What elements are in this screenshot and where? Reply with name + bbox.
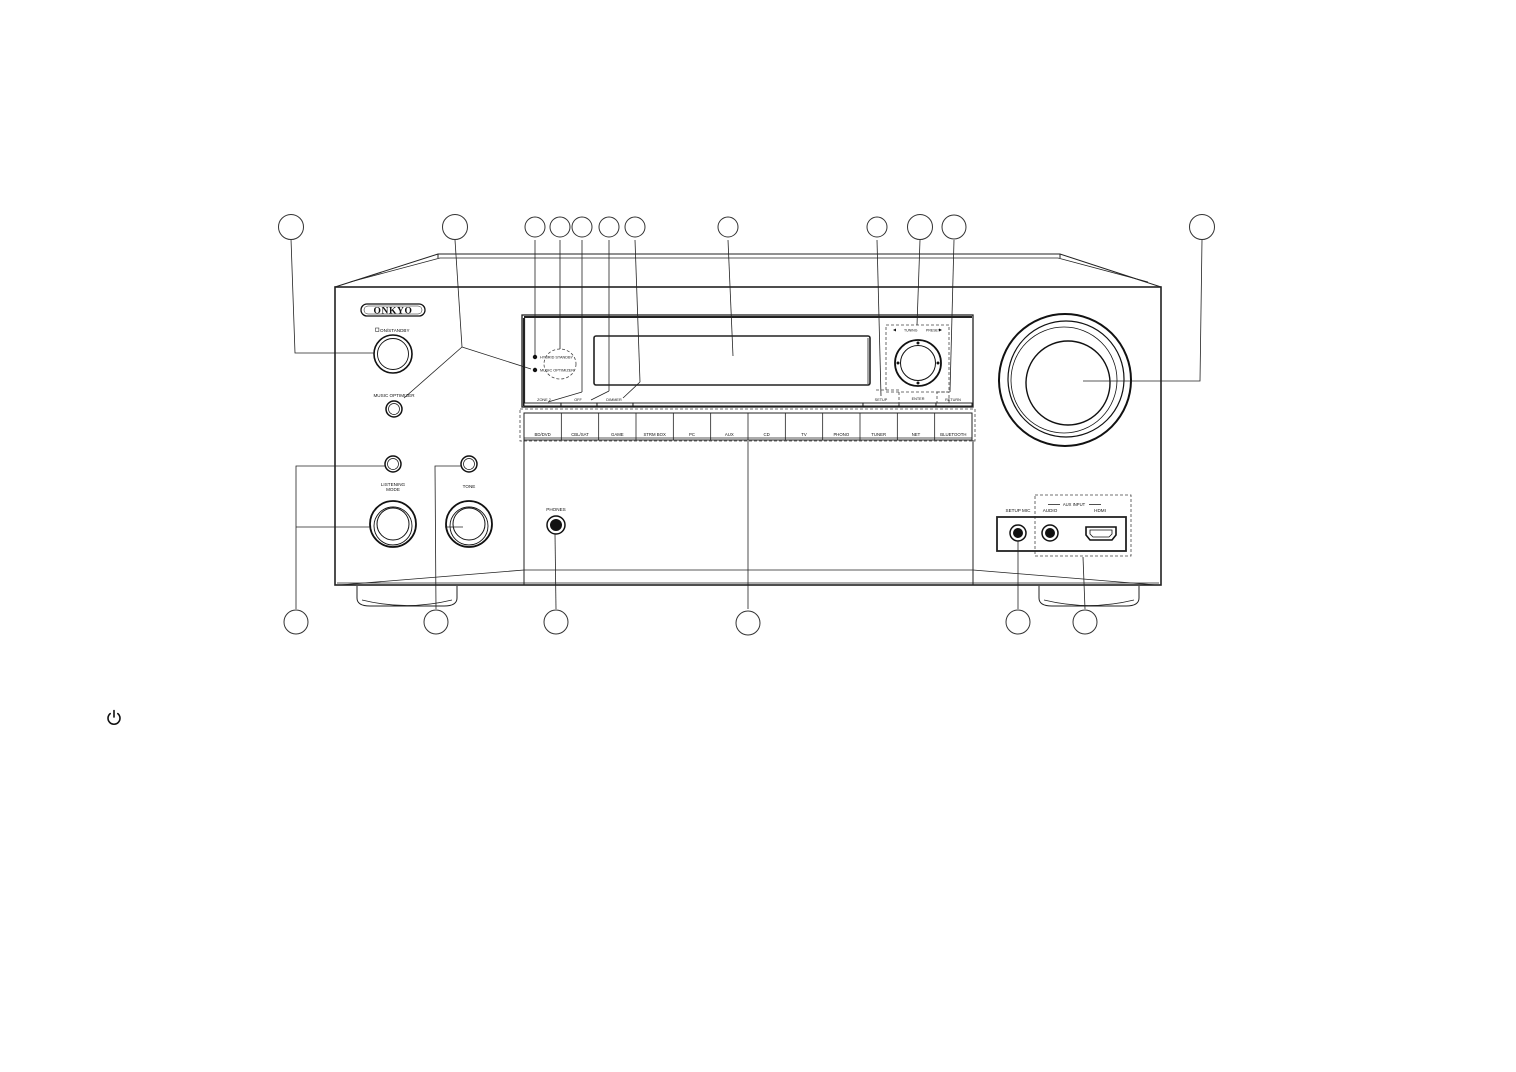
tone-small-button[interactable]	[460, 455, 478, 473]
setup-mic-label: SETUP MIC	[1006, 508, 1032, 513]
callout-bubble	[571, 216, 593, 238]
tone-label: TONE	[463, 484, 476, 489]
brand-logo-text: ONKYO	[374, 307, 413, 317]
phones-label: PHONES	[546, 507, 565, 512]
on-standby-label: ON/STANDBY	[380, 328, 410, 333]
enter-label: ENTER	[912, 397, 925, 401]
indicators: HYBRID STANDBY MUSIC OPTIMIZER	[532, 348, 577, 380]
callout-leader-lines	[290, 238, 1203, 610]
listening-mode-knob[interactable]	[369, 500, 417, 548]
on-standby-group: ON/STANDBY	[373, 327, 413, 374]
music-optimizer-label: MUSIC OPTIMIZER	[373, 393, 415, 398]
phones-group: PHONES	[546, 507, 566, 535]
preset-label: PRESET	[926, 329, 941, 333]
tuning-preset-jog[interactable]	[894, 339, 942, 387]
aux-audio-label: AUDIO	[1043, 508, 1058, 513]
input-selector-label: AUX	[725, 432, 734, 437]
input-selector-row: BD/DVD CBL/SAT GAME STRM BOX PC AUX CD TV PHONO T…	[519, 408, 976, 442]
tuning-label: TUNING	[904, 329, 918, 333]
input-selector-label: CD	[764, 432, 770, 437]
power-icon	[107, 709, 121, 725]
input-selector-label: BD/DVD	[535, 432, 551, 437]
callout-bubble	[278, 214, 304, 240]
input-selector-label: TUNER	[871, 432, 886, 437]
callout-bubble	[1189, 214, 1215, 240]
setup-mic-jack[interactable]	[1009, 524, 1027, 542]
input-selector-label: NET	[912, 432, 921, 437]
music-optimizer-group: MUSIC OPTIMIZER	[373, 393, 415, 418]
top-button-label-setup: SETUP	[875, 398, 888, 402]
input-selector-label: PC	[689, 432, 695, 437]
callout-bubble	[624, 216, 646, 238]
tone-knob[interactable]	[445, 500, 493, 548]
tone-group: TONE	[445, 455, 493, 548]
input-selector-label: TV	[801, 432, 807, 437]
input-selector-label: BLUETOOTH	[940, 432, 966, 437]
input-selector-label: STRM BOX	[643, 432, 666, 437]
callout-bubble	[442, 214, 468, 240]
music-optimizer-button[interactable]	[385, 400, 403, 418]
aux-hdmi-port[interactable]	[1085, 526, 1117, 541]
callout-bubble	[866, 216, 888, 238]
callout-bubble	[907, 214, 933, 240]
brand-logo: ONKYO	[360, 303, 426, 317]
listening-mode-group: LISTENING MODE	[369, 455, 417, 548]
tuning-preset-group: TUNING PRESET ENTER	[885, 324, 950, 407]
top-button-label-return: RETURN	[945, 398, 961, 402]
top-button-label-off: OFF	[574, 398, 582, 402]
callout-bubble	[598, 216, 620, 238]
master-volume-knob[interactable]	[998, 313, 1132, 447]
aux-hdmi-label: HDMI	[1094, 508, 1106, 513]
listening-mode-label-line2: MODE	[386, 487, 400, 492]
top-button-label-dimmer: DIMMER	[606, 398, 622, 402]
callout-bubble	[717, 216, 739, 238]
listening-mode-label-line1: LISTENING	[381, 482, 406, 487]
setup-mic-aux-group: SETUP MIC AUX INPUT AUDIO HDMI	[996, 494, 1132, 557]
aux-input-label: AUX INPUT	[1063, 502, 1086, 507]
top-button-bars[interactable]	[523, 402, 973, 407]
callout-bubble	[543, 609, 569, 635]
input-selector-label: GAME	[611, 432, 624, 437]
music-optimizer-indicator-label: MUSIC OPTIMIZER	[540, 369, 574, 373]
callout-bubble	[549, 216, 571, 238]
top-buttons-row: ZONE 2 OFF DIMMER SETUP RETURN	[523, 398, 973, 407]
callout-bubble	[1072, 609, 1098, 635]
aux-audio-jack[interactable]	[1041, 524, 1059, 542]
listening-mode-small-button[interactable]	[384, 455, 402, 473]
music-optimizer-led	[532, 367, 538, 373]
callout-bubble	[283, 609, 309, 635]
callout-bubble	[524, 216, 546, 238]
feet	[356, 586, 1140, 607]
hybrid-standby-led	[532, 354, 538, 360]
phones-jack[interactable]	[546, 515, 566, 535]
callout-bubble	[423, 609, 449, 635]
lower-panel	[523, 440, 974, 585]
callout-bubble	[941, 214, 967, 240]
callout-bubble	[1005, 609, 1031, 635]
callout-bubble	[735, 610, 761, 636]
top-button-label-zone2: ZONE 2	[537, 398, 551, 402]
on-standby-button[interactable]	[373, 334, 413, 374]
hybrid-standby-label: HYBRID STANDBY	[540, 356, 574, 360]
display-window	[521, 314, 974, 408]
input-selector-label: CBL/SAT	[571, 432, 589, 437]
input-selector-label: PHONO	[833, 432, 849, 437]
callout-bubbles	[278, 214, 1215, 636]
